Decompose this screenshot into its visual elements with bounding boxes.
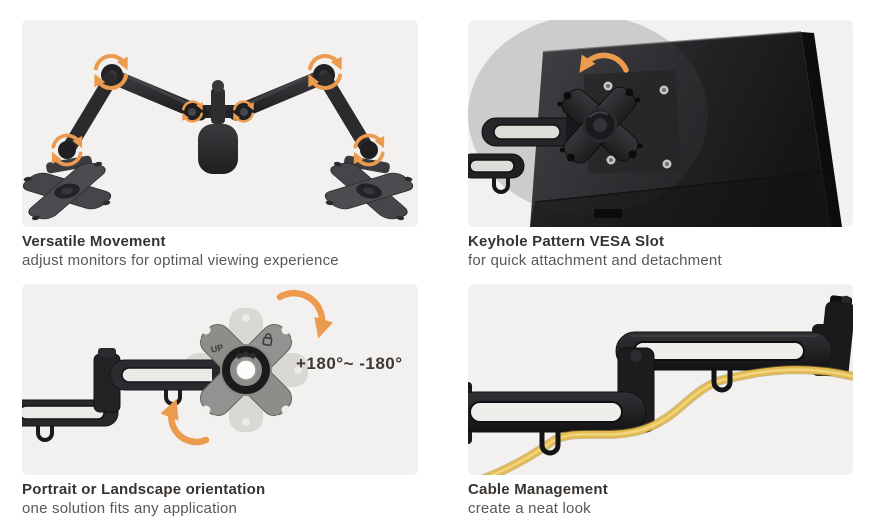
monitor-back-illustration <box>468 20 842 227</box>
feature-title: Keyhole Pattern VESA Slot <box>468 233 665 250</box>
left-vesa-plate <box>22 161 112 221</box>
lower-arm-segment <box>468 382 647 444</box>
feature-keyhole-vesa-slot: Keyhole Pattern VESA Slot for quick atta… <box>468 20 853 270</box>
feature-caption: Portrait or Landscape orientation one so… <box>22 481 418 518</box>
curved-arrow-icon <box>276 289 334 339</box>
cable-clip-icon <box>492 178 510 194</box>
plate-up-label: UP <box>210 342 224 354</box>
rotation-range-label: +180°~ -180° <box>296 354 403 373</box>
curved-arrow-icon <box>579 52 629 73</box>
feature-subtitle: for quick attachment and detachment <box>468 252 722 269</box>
feature-subtitle: adjust monitors for optimal viewing expe… <box>22 252 339 269</box>
illustration-keyhole-vesa <box>468 20 853 227</box>
lock-icon <box>262 333 273 347</box>
vesa-plate: UP <box>195 323 297 421</box>
feature-title: Cable Management <box>468 481 608 498</box>
vesa-screws <box>603 81 672 169</box>
feature-subtitle: one solution fits any application <box>22 500 238 517</box>
center-joint-right-cap <box>240 108 248 116</box>
monitor-arm <box>22 348 252 442</box>
arm-cable-illustration <box>468 295 853 475</box>
feature-caption: Cable Management create a neat look <box>468 481 853 518</box>
rotating-vesa-plate-illustration: UP <box>22 289 334 446</box>
yellow-cable <box>480 365 853 475</box>
vesa-plate <box>557 86 643 164</box>
feature-title: Versatile Movement <box>22 233 166 250</box>
feature-subtitle: create a neat look <box>468 500 591 517</box>
illustration-rotation: UP +180°~ -180° <box>22 284 418 475</box>
illustration-cable-management <box>468 284 853 475</box>
curved-arrow-icon <box>160 398 210 446</box>
cable-clip-icon <box>539 432 561 456</box>
feature-cable-management: Cable Management create a neat look <box>468 284 853 518</box>
cable-clip-icon <box>711 370 733 393</box>
monitor-notch <box>594 209 622 218</box>
center-joint-left-cap <box>188 108 196 116</box>
cable-clip-icon <box>164 390 182 406</box>
center-pole <box>190 80 246 174</box>
feature-portrait-landscape: UP +180°~ -180° Portrait or Landscape or… <box>22 284 418 518</box>
feature-title: Portrait or Landscape orientation <box>22 481 266 498</box>
dual-monitor-arm-illustration <box>22 20 414 221</box>
feature-caption: Versatile Movement adjust monitors for o… <box>22 233 418 270</box>
feature-versatile-movement: Versatile Movement adjust monitors for o… <box>22 20 418 270</box>
right-vesa-plate <box>324 161 414 221</box>
upper-arm-segment <box>615 324 838 376</box>
cable-clip-icon <box>36 426 54 442</box>
feature-caption: Keyhole Pattern VESA Slot for quick atta… <box>468 233 853 270</box>
illustration-versatile-movement <box>22 20 418 227</box>
